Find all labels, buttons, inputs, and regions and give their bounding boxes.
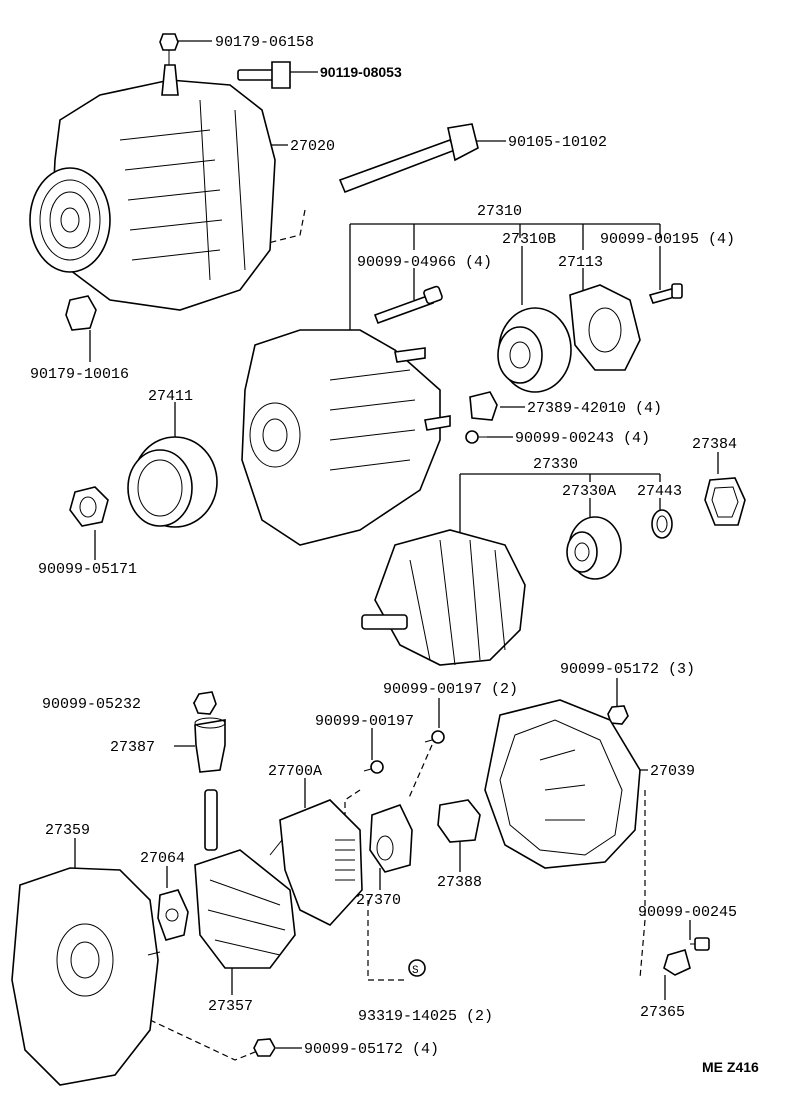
clip-27389-42010 [469, 391, 498, 421]
label-90099-00243: 90099-00243 (4) [515, 430, 650, 447]
label-27039: 27039 [650, 763, 695, 780]
diagram-code: ME Z416 [702, 1059, 759, 1075]
label-27330A: 27330A [562, 483, 616, 500]
rectifier-27357 [194, 789, 296, 969]
insulator-27387 [194, 717, 226, 773]
label-27370: 27370 [356, 892, 401, 909]
label-93319-14025: 93319-14025 (2) [358, 1008, 493, 1025]
label-27357: 27357 [208, 998, 253, 1015]
nut-90179-06158 [159, 33, 179, 65]
label-27310B: 27310B [502, 231, 556, 248]
alternator-assy-27020 [29, 64, 276, 311]
label-90099-00195: 90099-00195 (4) [600, 231, 735, 248]
label-27365: 27365 [640, 1004, 685, 1021]
bolt-90119-08053 [237, 61, 291, 89]
rear-frame-27359 [11, 867, 161, 1086]
label-90099-05172-3: 90099-05172 (3) [560, 661, 695, 678]
label-27384: 27384 [692, 436, 737, 453]
label-27411: 27411 [148, 388, 193, 405]
label-90105-10102: 90105-10102 [508, 134, 607, 151]
label-27389-42010: 27389-42010 (4) [527, 400, 662, 417]
screw-90099-00245 [690, 937, 710, 951]
label-27020: 27020 [290, 138, 335, 155]
ring-27443 [651, 509, 673, 539]
label-27330: 27330 [533, 456, 578, 473]
nut-90099-05171 [69, 486, 109, 527]
label-90099-04966: 90099-04966 (4) [357, 254, 492, 271]
label-90179-06158: 90179-06158 [215, 34, 314, 51]
insulator-27384 [704, 477, 746, 526]
screw-90099-00197 [363, 760, 384, 774]
label-27359: 27359 [45, 822, 90, 839]
cap-nut-90179-10016 [65, 295, 97, 331]
drive-end-frame [241, 329, 451, 546]
nut-90099-05172-4 [253, 1038, 276, 1057]
bearing-27330A [566, 516, 622, 580]
insulator-27064 [157, 889, 189, 941]
brush-holder-27370 [369, 804, 413, 873]
label-90099-05232: 90099-05232 [42, 696, 141, 713]
rear-cover-27039 [484, 699, 641, 869]
part-labels: 90179-06158 90119-08053 27020 90105-1010… [30, 34, 759, 1075]
through-bolt-90105-10102 [338, 123, 479, 194]
label-27387: 27387 [110, 739, 155, 756]
retainer-plate-27113 [569, 284, 641, 371]
screw-90099-00197-2 [424, 730, 445, 744]
bearing-27310B [497, 307, 572, 393]
label-90099-00197-2: 90099-00197 (2) [383, 681, 518, 698]
nut-93319-14025: S [408, 959, 426, 977]
stud-90099-04966 [373, 285, 443, 325]
cover-27388 [437, 799, 481, 843]
leader-lines [74, 40, 719, 1061]
label-90099-00245: 90099-00245 [638, 904, 737, 921]
label-27700A: 27700A [268, 763, 322, 780]
regulator-27700A [269, 799, 363, 926]
label-90119-08053: 90119-08053 [320, 64, 402, 80]
label-90179-10016: 90179-10016 [30, 366, 129, 383]
nut-90099-05172-3 [607, 705, 629, 725]
label-27064: 27064 [140, 850, 185, 867]
label-27443: 27443 [637, 483, 682, 500]
label-27113: 27113 [558, 254, 603, 271]
screw-90099-00195 [648, 283, 683, 304]
nut-marker-icon: S [412, 965, 419, 977]
pulley-27411 [127, 436, 218, 528]
label-90099-05171: 90099-05171 [38, 561, 137, 578]
label-90099-00197: 90099-00197 [315, 713, 414, 730]
nut-90099-05232 [193, 691, 217, 715]
label-27388: 27388 [437, 874, 482, 891]
rotor-27330 [361, 529, 526, 666]
label-27310: 27310 [477, 203, 522, 220]
terminal-27365 [663, 949, 691, 976]
screw-90099-00243 [465, 430, 487, 444]
label-90099-05172-4: 90099-05172 (4) [304, 1041, 439, 1058]
